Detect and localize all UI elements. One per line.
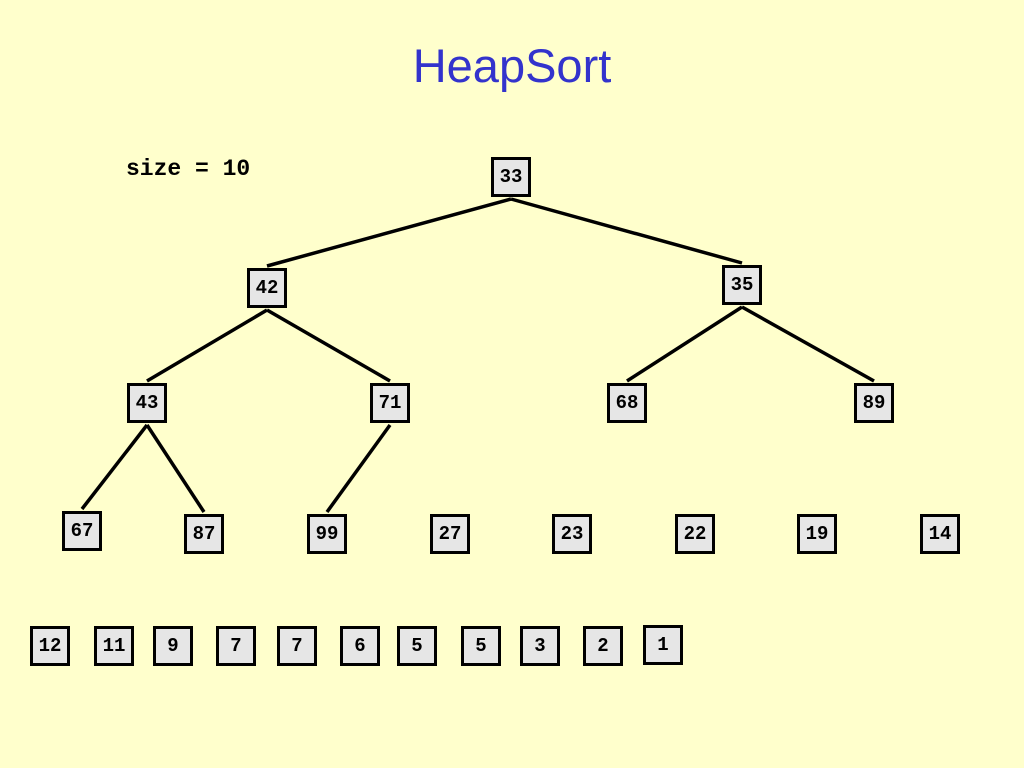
- array-cell: 5: [461, 626, 501, 666]
- tree-node: 67: [62, 511, 102, 551]
- array-cell: 7: [277, 626, 317, 666]
- tree-edge: [741, 305, 875, 383]
- tree-edge: [145, 424, 206, 513]
- tree-edge: [80, 423, 149, 511]
- array-cell: 3: [520, 626, 560, 666]
- tree-edge: [325, 423, 392, 514]
- array-cell: 5: [397, 626, 437, 666]
- tree-edge: [146, 308, 268, 383]
- tree-edge: [510, 197, 743, 265]
- array-cell: 7: [216, 626, 256, 666]
- tree-node: 35: [722, 265, 762, 305]
- tree-node: 71: [370, 383, 410, 423]
- array-cell: 6: [340, 626, 380, 666]
- tree-node: 42: [247, 268, 287, 308]
- tree-edge: [266, 197, 512, 268]
- array-cell: 2: [583, 626, 623, 666]
- array-cell: 1: [643, 625, 683, 665]
- array-cell: 11: [94, 626, 134, 666]
- slide-title: HeapSort: [412, 39, 612, 92]
- tree-edge: [626, 305, 743, 383]
- tree-node: 23: [552, 514, 592, 554]
- tree-node: 22: [675, 514, 715, 554]
- tree-node: 43: [127, 383, 167, 423]
- tree-node: 68: [607, 383, 647, 423]
- tree-node: 14: [920, 514, 960, 554]
- array-cell: 12: [30, 626, 70, 666]
- array-cell: 9: [153, 626, 193, 666]
- size-label: size = 10: [126, 156, 251, 182]
- tree-node: 87: [184, 514, 224, 554]
- tree-node: 99: [307, 514, 347, 554]
- tree-node: 19: [797, 514, 837, 554]
- tree-node: 27: [430, 514, 470, 554]
- tree-edge: [266, 308, 391, 383]
- tree-node: 89: [854, 383, 894, 423]
- tree-node: 33: [491, 157, 531, 197]
